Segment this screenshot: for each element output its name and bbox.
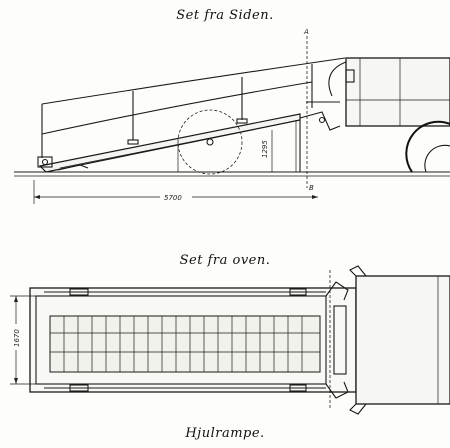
- vehicle-wheel: [405, 120, 450, 173]
- top-view-caption: Set fra oven.: [179, 253, 271, 268]
- width-label-bg: [9, 324, 23, 350]
- rail-clip-4: [289, 384, 307, 392]
- vehicle-wheel-inner: [424, 144, 450, 173]
- top-view: 1670: [9, 265, 450, 415]
- foot-brace: [57, 164, 89, 171]
- length-dim-label: 5700: [164, 194, 182, 202]
- vehicle-bracket: [345, 69, 355, 83]
- side-view-caption: Set fra Siden.: [176, 8, 274, 23]
- middle-handrail: [41, 81, 313, 135]
- deck-slats: [63, 316, 303, 372]
- vehicle-roof-curve: [328, 61, 347, 97]
- section-mark-a: A: [303, 28, 309, 36]
- vehicle-corner-top: [349, 265, 367, 277]
- foot-pin: [41, 158, 49, 166]
- hinge-bottom: [325, 381, 349, 399]
- linkage-pin: [318, 116, 326, 124]
- hinge-block: [333, 305, 347, 375]
- wheel-hub: [206, 138, 214, 146]
- post-base-3: [236, 118, 248, 124]
- drawing-title: Hjulrampe.: [185, 426, 265, 441]
- length-arrow-right: [312, 195, 318, 199]
- vehicle-top-outline: [355, 275, 450, 405]
- lever-linkage: [299, 111, 341, 131]
- top-handrail: [41, 57, 346, 105]
- vehicle-body: [345, 57, 450, 127]
- vehicle-corner-bottom: [349, 403, 367, 415]
- ramp-deck-edge: [59, 119, 301, 169]
- height-dim-label: 1295: [261, 140, 269, 158]
- width-dim-label: 1670: [13, 329, 21, 347]
- ramp-inner-frame: [35, 295, 327, 385]
- rail-clip-3: [289, 288, 307, 296]
- side-view: 1295 A B 5700: [14, 28, 450, 204]
- rail-clip-1: [69, 288, 89, 296]
- foot-plate: [37, 156, 53, 168]
- width-arrow-bottom: [14, 378, 18, 384]
- length-label-bg: [160, 191, 192, 202]
- post-base-2: [127, 139, 139, 145]
- length-arrow-left: [34, 195, 40, 199]
- ramp-slat-deck: [49, 315, 321, 373]
- rail-clip-2: [69, 384, 89, 392]
- hinge-top: [325, 281, 349, 301]
- section-mark-b: B: [309, 184, 314, 192]
- width-arrow-top: [14, 296, 18, 302]
